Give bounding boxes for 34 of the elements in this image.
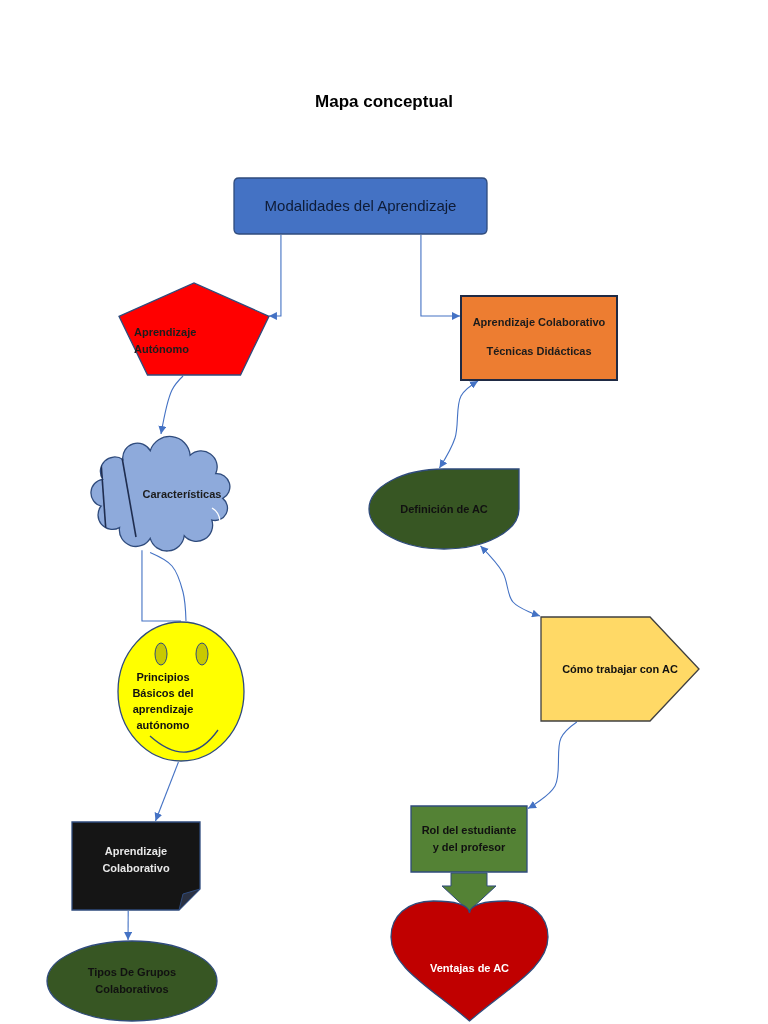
ellipse-node [46, 940, 218, 1022]
arrow [124, 910, 133, 941]
node-label: Tipos De Grupos Colaborativos [86, 965, 178, 997]
node-label: Aprendizaje Autónomo [134, 325, 198, 357]
node-label: Aprendizaje Colaborativo [472, 315, 606, 330]
concept-box [233, 177, 488, 235]
block-arrow [441, 872, 497, 912]
connector-line [149, 552, 187, 622]
double-arrow [479, 545, 541, 618]
arrow [158, 375, 184, 435]
pentagon-arrow-node [540, 616, 700, 722]
arrow [420, 234, 461, 320]
node-label: Cómo trabajar con AC [562, 661, 678, 677]
double-arrow [438, 380, 479, 469]
arrow [527, 721, 578, 809]
folded-note-node [71, 821, 201, 911]
node-label: Rol del estudiante y del profesor [420, 823, 518, 855]
teardrop-node [368, 468, 520, 550]
pentagon-node [118, 282, 270, 376]
connector-line [141, 549, 182, 622]
arrow [268, 234, 282, 321]
heart-node [390, 900, 549, 1022]
node-label: Aprendizaje Colaborativo [101, 844, 171, 876]
concept-box [410, 805, 528, 873]
node-label: Ventajas de AC [429, 960, 510, 976]
node-label: Modalidades del Aprendizaje [264, 196, 457, 216]
node-label: Principios Básicos del aprendizaje autónomo [131, 670, 195, 733]
arrow [154, 761, 179, 822]
node-label: Definición de AC [400, 501, 488, 517]
node-label: Características [142, 486, 222, 502]
diagram-title: Mapa conceptual [315, 92, 453, 112]
concept-box [460, 295, 618, 381]
node-label: Técnicas Didácticas [486, 344, 592, 359]
smiley-face-node [117, 621, 245, 762]
